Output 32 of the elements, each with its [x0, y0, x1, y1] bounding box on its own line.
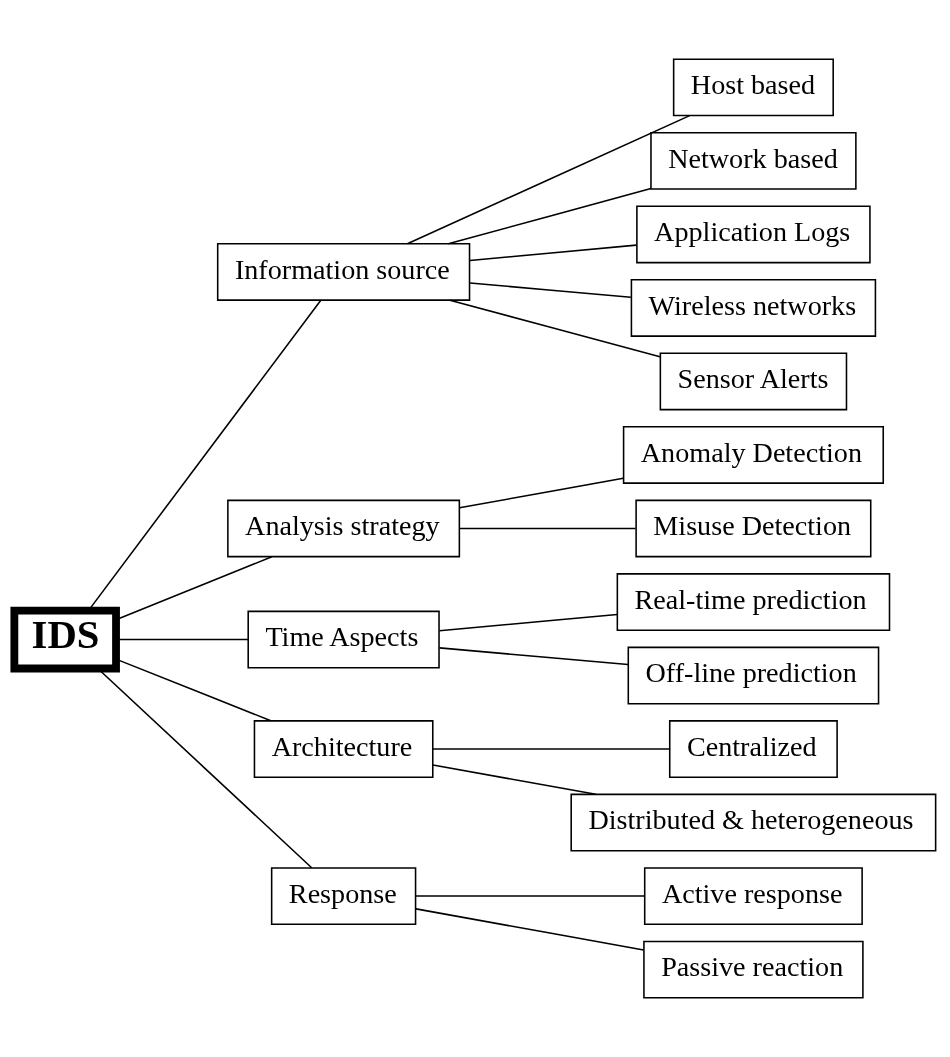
node-box: Off-line prediction: [627, 646, 880, 705]
connector: [438, 647, 629, 666]
connector: [415, 908, 645, 951]
node-box: Active response: [643, 867, 863, 925]
node-box: Application Logs: [636, 205, 871, 264]
connector: [406, 114, 691, 245]
node-box: Distributed & heterogeneous: [570, 793, 937, 852]
connector: [432, 748, 670, 750]
node-box: IDS: [10, 606, 120, 673]
connector: [432, 764, 597, 796]
connector: [458, 527, 637, 530]
node-box: Information source: [216, 243, 471, 301]
node-box: Time Aspects: [247, 610, 440, 669]
node-box: Wireless networks: [630, 279, 877, 337]
node-box: Architecture: [253, 720, 434, 778]
node-box: Passive reaction: [643, 940, 864, 999]
node-box: Response: [270, 867, 417, 925]
node-box: Anomaly Detection: [622, 426, 884, 484]
connector: [469, 244, 638, 262]
node-box: Sensor Alerts: [659, 352, 848, 411]
connector: [438, 613, 618, 632]
connector: [449, 299, 661, 358]
node-box: Network based: [650, 132, 857, 190]
node-box: Host based: [672, 58, 834, 117]
connector: [458, 477, 625, 509]
connector: [469, 282, 632, 298]
node-box: Analysis strategy: [227, 499, 461, 558]
node-box: Centralized: [668, 720, 838, 778]
connector: [447, 187, 652, 245]
node-box: Misuse Detection: [635, 499, 872, 558]
node-box: Real-time prediction: [616, 573, 891, 631]
connector: [415, 895, 646, 897]
